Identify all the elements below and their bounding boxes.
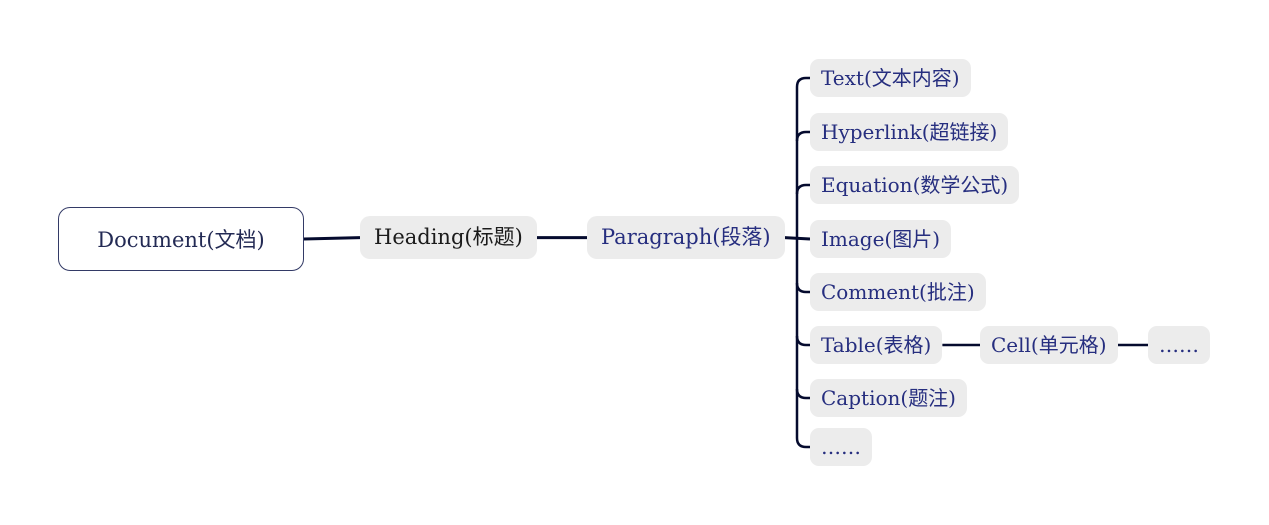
node-text: Text(文本内容) bbox=[810, 59, 971, 97]
node-document: Document(文档) bbox=[58, 207, 304, 271]
node-caption: Caption(题注) bbox=[810, 379, 967, 417]
node-equation: Equation(数学公式) bbox=[810, 166, 1020, 204]
node-cell-ellipsis: …… bbox=[1148, 326, 1210, 364]
node-comment: Comment(批注) bbox=[810, 273, 986, 311]
node-cell: Cell(单元格) bbox=[980, 326, 1118, 364]
node-image: Image(图片) bbox=[810, 220, 952, 258]
connector-line bbox=[795, 76, 810, 449]
node-paragraph: Paragraph(段落) bbox=[587, 216, 785, 260]
connector-line bbox=[795, 282, 810, 294]
node-hyperlink: Hyperlink(超链接) bbox=[810, 113, 1009, 151]
node-heading: Heading(标题) bbox=[360, 216, 537, 260]
connector-line bbox=[795, 183, 810, 195]
connector-line bbox=[795, 335, 810, 347]
connector-line bbox=[303, 236, 361, 241]
connector-line bbox=[795, 388, 810, 400]
node-table: Table(表格) bbox=[810, 326, 943, 364]
connector-line bbox=[795, 130, 810, 142]
node-ellipsis: …… bbox=[810, 428, 872, 466]
